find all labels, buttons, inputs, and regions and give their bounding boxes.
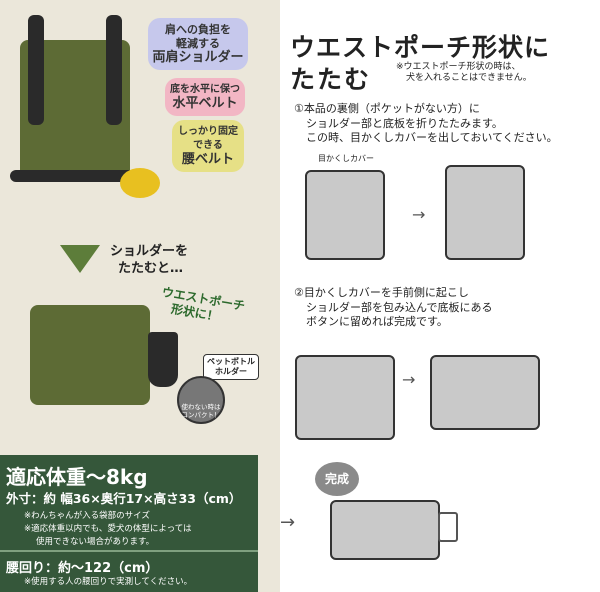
divider [0, 550, 258, 552]
waist-belt [10, 170, 150, 182]
label-line: ホルダー [215, 367, 247, 376]
step-line: ボタンに留めれば完成です。 [306, 315, 448, 328]
step2-illustration-a [295, 355, 395, 440]
bubble-text: できる [193, 140, 223, 151]
step-1-text: ①本品の裏側（ポケットがない方）に ショルダー部と底板を折りたたみます。 この時… [294, 102, 558, 146]
weight-spec: 適応体重～8kg [6, 465, 148, 489]
step2-illustration-b [430, 355, 540, 430]
title-note-line: ※ウエストポーチ形状の時は、 [396, 62, 521, 72]
shoulder-strap-left [28, 15, 44, 125]
bubble-text: 肩への負担を [165, 23, 231, 36]
bubble-text: 水平ベルト [172, 96, 238, 111]
fold-caption: ショルダーを たたむと… [110, 243, 188, 277]
title-note: ※ウエストポーチ形状の時は、 犬を入れることはできません。 [396, 62, 532, 84]
bottle-holder-image [148, 332, 178, 387]
step-line: ①本品の裏側（ポケットがない方）に [294, 102, 480, 115]
bottle-holder-illustration [438, 512, 458, 542]
waist-spec: 腰回り：約～122（cm） [6, 561, 159, 576]
bubble-text: 底を水平に保つ [170, 84, 240, 95]
fold-caption-line: ショルダーを [110, 244, 189, 259]
step-2-text: ②目かくしカバーを手前側に起こし ショルダー部を包み込んで底板にある ボタンに留… [294, 286, 492, 330]
size-note: ※適応体重以内でも、愛犬の体型によっては [24, 524, 192, 534]
shoulder-bubble: 肩への負担を 軽減する 両肩ショルダー [148, 18, 248, 70]
step-line: ショルダー部を包み込んで底板にある [306, 300, 493, 314]
bubble-text: 軽減する [176, 37, 220, 50]
page-title-line2: たたむ [290, 65, 372, 94]
arrow-right-icon: → [280, 512, 296, 533]
waist-pouch-caption: ウエストポーチ 形状に！ [158, 285, 246, 329]
step1-illustration-a [305, 170, 385, 260]
waist-belt-highlight [120, 168, 160, 198]
note-line: コンパクト！ [181, 411, 221, 419]
complete-badge: 完成 [315, 462, 359, 496]
step-line: ②目かくしカバーを手前側に起こし [294, 286, 469, 299]
shoulder-strap-right [106, 15, 122, 125]
size-spec: 外寸：約 幅36×奥行17×高さ33（cm） [6, 491, 242, 506]
arrow-right-icon: → [402, 370, 416, 389]
bubble-text: 腰ベルト [181, 152, 234, 167]
waist-belt-bubble: しっかり固定 できる 腰ベルト [172, 120, 244, 172]
arrow-right-icon: → [412, 205, 426, 224]
spec-panel: 適応体重～8kg 外寸：約 幅36×奥行17×高さ33（cm） ※わんちゃんが入… [0, 455, 258, 592]
horizontal-belt-bubble: 底を水平に保つ 水平ベルト [165, 78, 245, 116]
label-line: ペットボトル [207, 357, 255, 366]
page-title: ウエストポーチ形状に [290, 33, 551, 62]
step1-illustration-b [445, 165, 525, 260]
compact-note-circle: 使わない時は コンパクト！ [177, 376, 225, 424]
bottle-holder-label: ペットボトル ホルダー [203, 354, 259, 380]
step-line: ショルダー部と底板を折りたたみます。 [306, 116, 503, 130]
completed-pouch-illustration [330, 500, 440, 560]
step-line: この時、目かくしカバーを出しておいてください。 [306, 131, 558, 144]
size-note: ※わんちゃんが入る袋部のサイズ [24, 511, 150, 521]
cover-label: 目かくしカバー [318, 154, 374, 163]
bubble-text: 両肩ショルダー [152, 50, 244, 65]
size-note: 使用できない場合があります。 [36, 537, 155, 547]
note-line: 使わない時は [181, 403, 221, 411]
fold-caption-line: たたむと… [118, 261, 184, 276]
waist-pouch-image [30, 305, 150, 405]
title-note-line: 犬を入れることはできません。 [406, 73, 532, 83]
down-arrow-icon [60, 245, 100, 273]
bubble-text: しっかり固定 [178, 126, 238, 137]
waist-note: ※使用する人の腰回りで実測してください。 [24, 577, 193, 587]
